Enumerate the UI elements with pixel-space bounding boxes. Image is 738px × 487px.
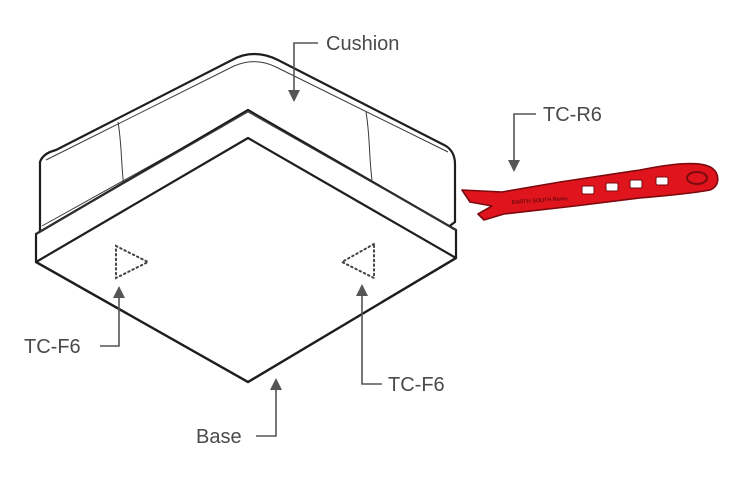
tc-f6-marker-left [115, 244, 151, 280]
tool-slot-4 [655, 176, 669, 186]
tc-f6-right-arrowhead [356, 284, 368, 296]
cushion-top-edge [45, 61, 449, 161]
tc-r6-leader [513, 113, 536, 162]
callout-tc-f6-right: TC-F6 [356, 284, 445, 396]
tc-f6-left-leader [100, 296, 120, 347]
base-leader [256, 388, 277, 437]
base-rim [35, 111, 457, 235]
callout-cushion: Cushion [288, 33, 399, 102]
tool-slot-1 [581, 185, 595, 195]
tool-brand-text: EARTH·SOUTH Remo [512, 196, 568, 206]
tc-f6-left-label: TC-F6 [24, 336, 81, 358]
tc-f6-right-label: TC-F6 [388, 374, 445, 396]
tc-r6-tool: EARTH·SOUTH Remo [461, 162, 719, 221]
cushion-seam-right [365, 111, 373, 181]
tool-hang-hole [686, 171, 708, 185]
tc-f6-left-arrowhead [113, 286, 125, 298]
tc-f6-marker-right [339, 242, 375, 280]
cushion-label: Cushion [326, 33, 399, 55]
tc-r6-label: TC-R6 [543, 104, 602, 126]
tc-r6-arrowhead [508, 160, 520, 172]
tc-f6-right-leader [361, 294, 382, 385]
base-label: Base [196, 426, 242, 448]
base-arrowhead [270, 378, 282, 390]
tool-slot-2 [605, 182, 619, 192]
callout-tc-r6: TC-R6 [508, 104, 602, 172]
cushion-leader [293, 42, 318, 92]
callout-tc-f6-left: TC-F6 [24, 286, 125, 358]
base [34, 108, 458, 384]
tool-slot-3 [629, 179, 643, 189]
cushion-arrowhead [288, 90, 300, 102]
callout-base: Base [196, 378, 282, 448]
base-front-edge [35, 257, 457, 384]
